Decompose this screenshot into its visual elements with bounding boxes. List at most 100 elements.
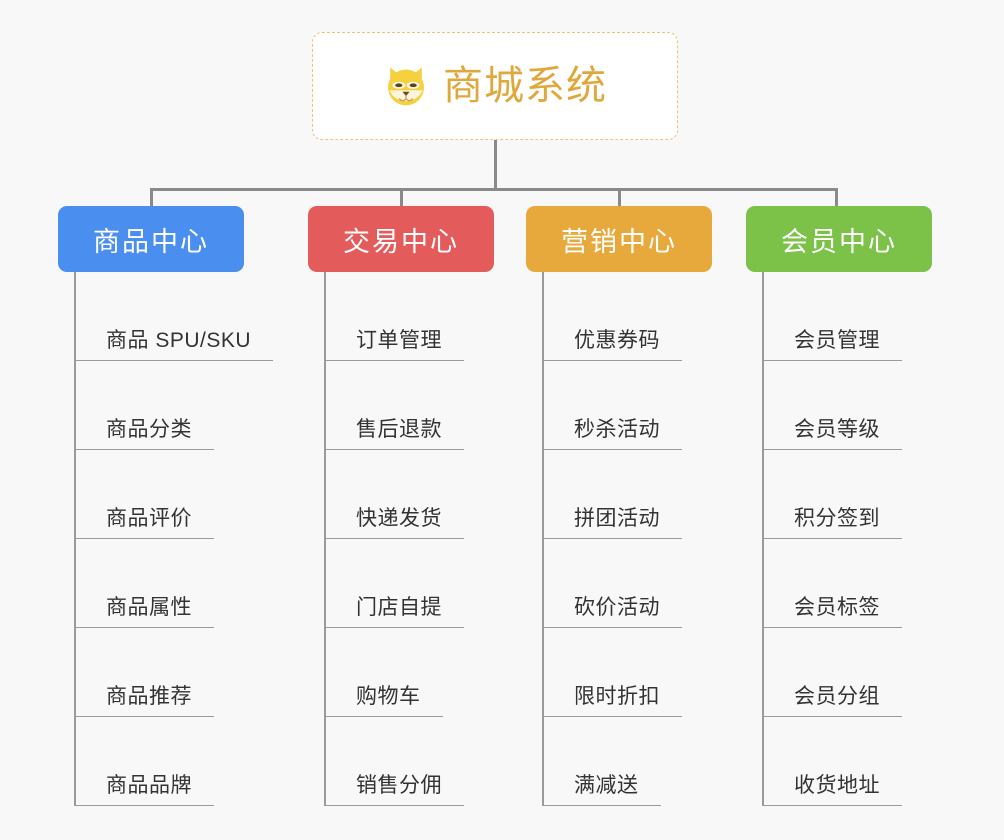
connector-drop-4 — [835, 188, 838, 208]
category-box-2[interactable]: 营销中心 — [526, 206, 712, 272]
leaf-item-label: 商品 SPU/SKU — [106, 329, 252, 352]
connector-root-stem — [494, 140, 497, 190]
shiba-dog-icon — [388, 67, 424, 106]
leaf-item[interactable]: 商品推荐 — [74, 628, 251, 717]
leaf-item-underline — [74, 449, 214, 450]
leaf-item-underline — [762, 360, 902, 361]
leaf-item-underline — [324, 538, 464, 539]
leaf-item[interactable]: 优惠券码 — [542, 272, 682, 361]
leaf-item-label: 秒杀活动 — [574, 418, 660, 441]
leaf-item-label: 销售分佣 — [356, 774, 442, 797]
leaf-item[interactable]: 商品品牌 — [74, 717, 251, 806]
leaf-item-underline — [542, 627, 682, 628]
leaf-item-label: 购物车 — [356, 685, 421, 708]
root-node[interactable]: 商城系统 — [312, 32, 678, 140]
leaf-item[interactable]: 商品分类 — [74, 361, 251, 450]
leaf-list-0: 商品 SPU/SKU 商品分类商品评价商品属性商品推荐商品品牌 — [74, 272, 274, 806]
leaf-item-underline — [324, 716, 443, 717]
leaf-item-underline — [762, 449, 902, 450]
leaf-item-underline — [324, 449, 464, 450]
leaf-item[interactable]: 砍价活动 — [542, 539, 682, 628]
leaf-item[interactable]: 会员标签 — [762, 539, 902, 628]
leaf-list-2: 优惠券码秒杀活动拼团活动砍价活动限时折扣满减送 — [542, 272, 682, 806]
leaf-item-label: 收货地址 — [794, 774, 880, 797]
leaf-spine-2 — [542, 272, 544, 806]
leaf-item-label: 会员标签 — [794, 596, 880, 619]
leaf-item-label: 商品评价 — [106, 507, 192, 530]
leaf-item[interactable]: 商品属性 — [74, 539, 251, 628]
category-label-0: 商品中心 — [93, 226, 209, 257]
leaf-item-underline — [324, 627, 464, 628]
connector-drop-2 — [400, 188, 403, 208]
leaf-item[interactable]: 商品 SPU/SKU — [74, 272, 274, 361]
leaf-item-underline — [74, 538, 214, 539]
leaf-column-0: 商品 SPU/SKU 商品分类商品评价商品属性商品推荐商品品牌 — [74, 272, 274, 806]
leaf-item-underline — [74, 716, 214, 717]
leaf-item[interactable]: 满减送 — [542, 717, 661, 806]
leaf-item-label: 会员等级 — [794, 418, 880, 441]
leaf-item-underline — [324, 360, 464, 361]
leaf-item[interactable]: 会员等级 — [762, 361, 902, 450]
leaf-item[interactable]: 订单管理 — [324, 272, 464, 361]
leaf-item-underline — [542, 538, 682, 539]
leaf-item[interactable]: 秒杀活动 — [542, 361, 682, 450]
leaf-list-1: 订单管理售后退款快递发货门店自提购物车销售分佣 — [324, 272, 464, 806]
leaf-item[interactable]: 商品评价 — [74, 450, 251, 539]
leaf-column-3: 会员管理会员等级积分签到会员标签会员分组收货地址 — [762, 272, 902, 806]
leaf-column-2: 优惠券码秒杀活动拼团活动砍价活动限时折扣满减送 — [542, 272, 682, 806]
leaf-item-label: 限时折扣 — [574, 685, 660, 708]
root-title: 商城系统 — [443, 64, 607, 108]
category-label-1: 交易中心 — [343, 226, 459, 257]
leaf-item-underline — [762, 538, 902, 539]
leaf-item-underline — [762, 805, 902, 806]
leaf-spine-3 — [762, 272, 764, 806]
leaf-item-label: 商品分类 — [106, 418, 192, 441]
leaf-item-label: 优惠券码 — [574, 329, 660, 352]
leaf-item[interactable]: 积分签到 — [762, 450, 902, 539]
leaf-item-label: 积分签到 — [794, 507, 880, 530]
leaf-item-underline — [762, 627, 902, 628]
leaf-item[interactable]: 会员分组 — [762, 628, 902, 717]
leaf-list-3: 会员管理会员等级积分签到会员标签会员分组收货地址 — [762, 272, 902, 806]
leaf-item[interactable]: 收货地址 — [762, 717, 902, 806]
leaf-item[interactable]: 拼团活动 — [542, 450, 682, 539]
connector-drop-1 — [150, 188, 153, 208]
leaf-item-underline — [324, 805, 464, 806]
leaf-item-underline — [542, 805, 661, 806]
leaf-item-label: 拼团活动 — [574, 507, 660, 530]
leaf-item-underline — [74, 627, 214, 628]
leaf-item[interactable]: 购物车 — [324, 628, 443, 717]
leaf-item-label: 会员管理 — [794, 329, 880, 352]
leaf-item-underline — [762, 716, 902, 717]
leaf-item-label: 满减送 — [574, 774, 639, 797]
leaf-item[interactable]: 售后退款 — [324, 361, 464, 450]
leaf-item-label: 会员分组 — [794, 685, 880, 708]
leaf-item-label: 商品推荐 — [106, 685, 192, 708]
category-box-0[interactable]: 商品中心 — [58, 206, 244, 272]
leaf-item-label: 订单管理 — [356, 329, 442, 352]
leaf-item[interactable]: 门店自提 — [324, 539, 464, 628]
leaf-item-label: 砍价活动 — [574, 596, 660, 619]
leaf-item[interactable]: 会员管理 — [762, 272, 902, 361]
leaf-item-underline — [74, 360, 274, 361]
leaf-spine-1 — [324, 272, 326, 806]
leaf-item[interactable]: 快递发货 — [324, 450, 464, 539]
category-box-3[interactable]: 会员中心 — [746, 206, 932, 272]
connector-drop-3 — [618, 188, 621, 208]
connector-horizontal-bus — [150, 188, 838, 191]
leaf-item-label: 快递发货 — [356, 507, 442, 530]
leaf-item-underline — [74, 805, 214, 806]
leaf-spine-0 — [74, 272, 76, 806]
leaf-column-1: 订单管理售后退款快递发货门店自提购物车销售分佣 — [324, 272, 464, 806]
leaf-item-underline — [542, 716, 682, 717]
category-label-3: 会员中心 — [781, 226, 897, 257]
leaf-item-label: 售后退款 — [356, 418, 442, 441]
leaf-item[interactable]: 限时折扣 — [542, 628, 682, 717]
leaf-item-underline — [542, 449, 682, 450]
leaf-item-underline — [542, 360, 682, 361]
leaf-item-label: 商品品牌 — [106, 774, 192, 797]
category-box-1[interactable]: 交易中心 — [308, 206, 494, 272]
category-label-2: 营销中心 — [561, 226, 677, 257]
leaf-item[interactable]: 销售分佣 — [324, 717, 464, 806]
